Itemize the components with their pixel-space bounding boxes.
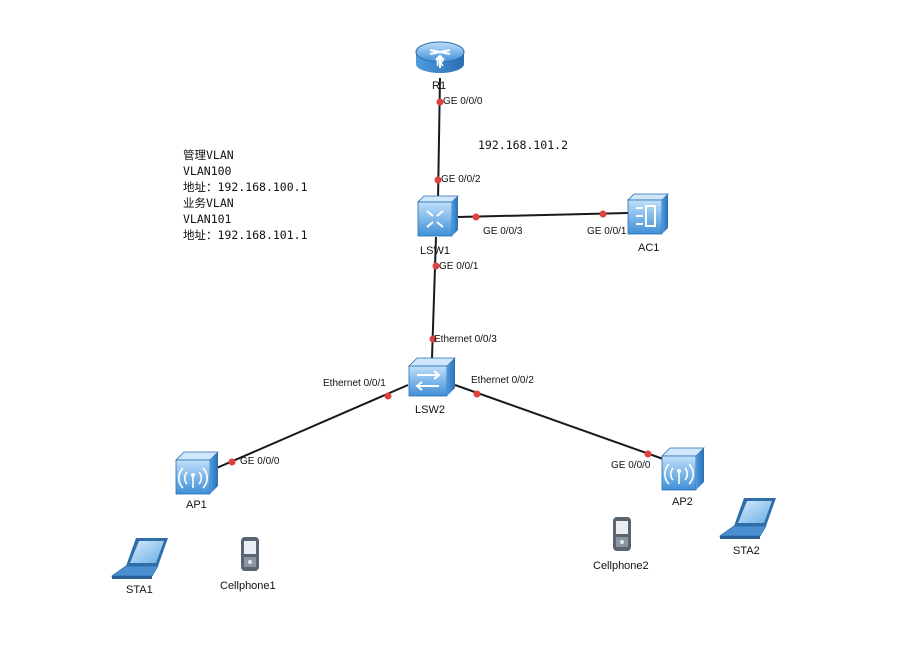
port-dot-lsw2-eth003	[429, 335, 437, 343]
device-label-lsw2: LSW2	[415, 404, 445, 416]
vlan-info-line: VLAN100	[183, 164, 232, 178]
port-dot-lsw1-ge002	[434, 176, 442, 184]
device-label-sta1: STA1	[126, 584, 153, 596]
port-label-ac1-ge001: GE 0/0/1	[587, 226, 627, 237]
port-dots	[228, 98, 652, 466]
device-label-sta2: STA2	[733, 545, 760, 557]
device-label-ac1: AC1	[638, 242, 660, 254]
port-dot-ap2-ge000	[644, 450, 652, 458]
port-dot-r1-ge000	[436, 98, 444, 106]
port-label-lsw1-ge001: GE 0/0/1	[439, 261, 479, 272]
ac-controller-icon[interactable]	[627, 193, 669, 235]
vlan-info-line: 地址：192.168.101.1	[183, 228, 308, 242]
port-label-lsw2-eth003: Ethernet 0/0/3	[434, 334, 497, 345]
link-lsw2-ap1	[211, 384, 409, 471]
port-label-lsw1-ge002: GE 0/0/2	[441, 174, 481, 185]
port-dot-lsw2-eth002	[473, 390, 481, 398]
port-dot-lsw2-eth001	[384, 392, 392, 400]
device-label-ap2: AP2	[672, 496, 693, 508]
port-label-lsw2-eth002: Ethernet 0/0/2	[471, 375, 534, 386]
device-label-cellphone2: Cellphone2	[593, 560, 649, 572]
port-dot-ac1-ge001	[599, 210, 607, 218]
access-point-icon[interactable]	[661, 447, 705, 491]
links	[211, 77, 667, 471]
device-label-cellphone1: Cellphone1	[220, 580, 276, 592]
port-label-r1-ge000: GE 0/0/0	[443, 96, 483, 107]
l2-switch-icon[interactable]	[408, 357, 456, 397]
router-icon[interactable]: R	[415, 41, 465, 73]
port-label-ap1-ge000: GE 0/0/0	[240, 456, 280, 467]
port-dot-lsw1-ge001	[432, 262, 440, 270]
device-label-ap1: AP1	[186, 499, 207, 511]
vlan-info-line: 地址：192.168.100.1	[183, 180, 308, 194]
port-label-lsw2-eth001: Ethernet 0/0/1	[323, 378, 386, 389]
l3-switch-icon[interactable]	[417, 195, 459, 237]
vlan-info-line: 管理VLAN	[183, 148, 234, 162]
vlan-info-line: 业务VLAN	[183, 196, 234, 210]
link-lsw2-ap2	[454, 384, 667, 461]
device-label-r1: R1	[432, 80, 447, 92]
laptop-icon[interactable]	[718, 498, 776, 539]
device-label-lsw1: LSW1	[420, 245, 450, 257]
svg-text:R: R	[436, 57, 444, 69]
access-point-icon[interactable]	[175, 451, 219, 495]
cellphone-icon[interactable]	[613, 517, 631, 551]
cellphone-icon[interactable]	[241, 537, 259, 571]
port-dot-lsw1-ge003	[472, 213, 480, 221]
vlan-info-line: VLAN101	[183, 212, 232, 226]
port-label-lsw1-ge003: GE 0/0/3	[483, 226, 523, 237]
r1-ip-annotation: 192.168.101.2	[478, 138, 569, 152]
laptop-icon[interactable]	[110, 538, 168, 579]
port-dot-ap1-ge000	[228, 458, 236, 466]
port-label-ap2-ge000: GE 0/0/0	[611, 460, 651, 471]
